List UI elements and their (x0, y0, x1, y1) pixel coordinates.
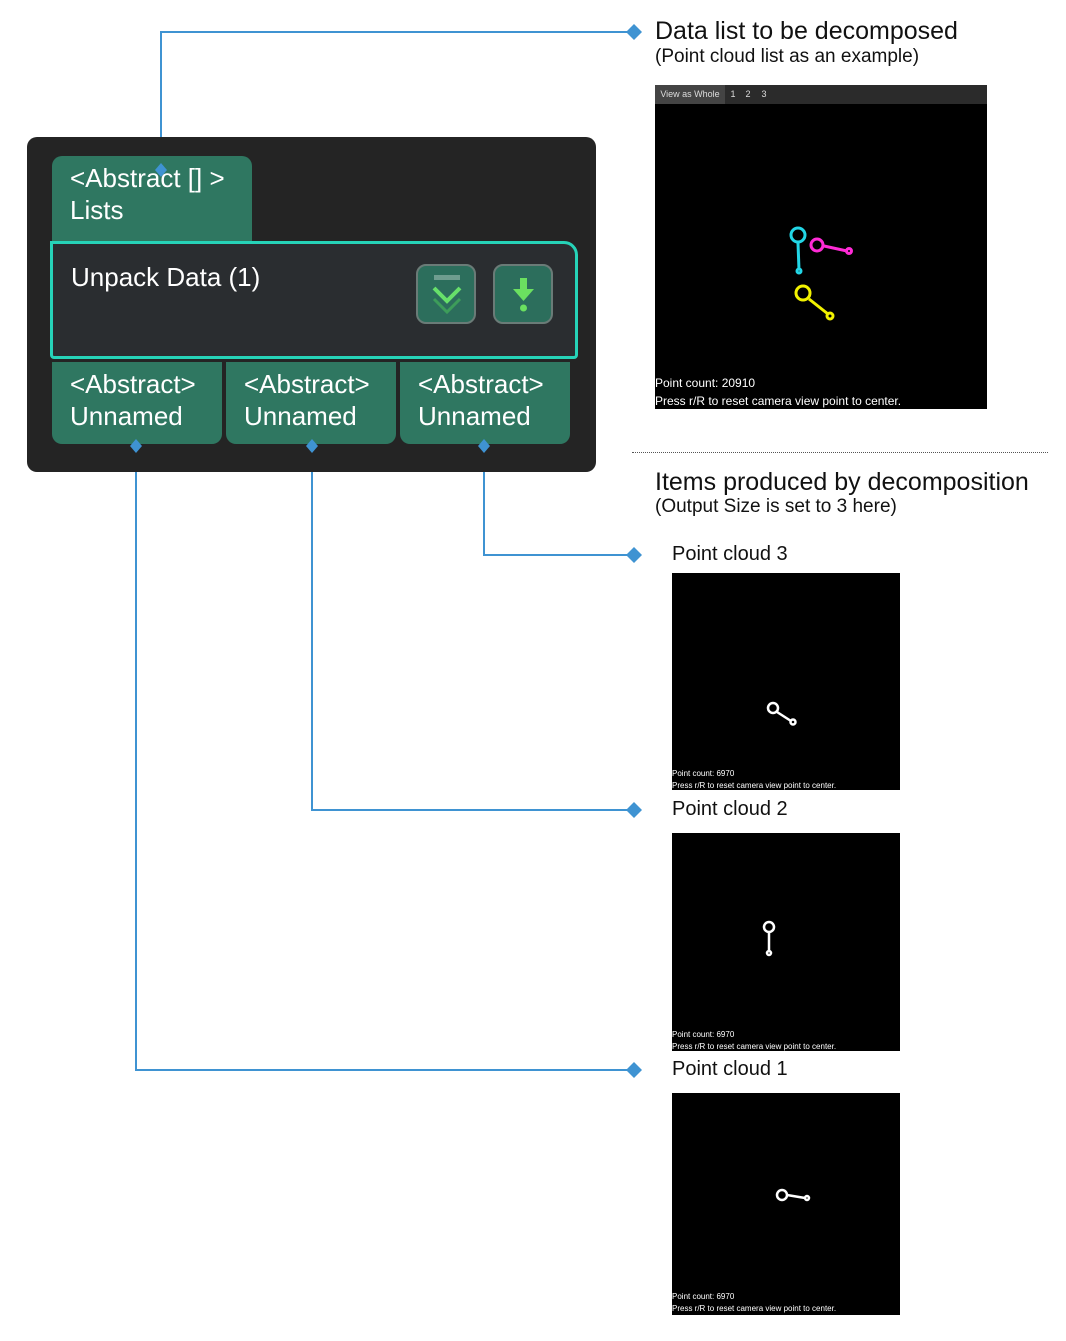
reset-hint-text: Press r/R to reset camera view point to … (672, 1042, 837, 1051)
wire-output-1 (135, 446, 634, 1071)
input-port-type: <Abstract [] > (70, 163, 225, 193)
tab-1[interactable]: 1 (730, 89, 736, 99)
point-cloud-1-view[interactable]: Point count: 6970 Press r/R to reset cam… (672, 1093, 900, 1315)
output-port-type: <Abstract> (244, 369, 370, 399)
point-cloud-3-render (766, 701, 797, 726)
output-heading: Items produced by decomposition (655, 468, 1029, 496)
reset-hint-text: Press r/R to reset camera view point to … (655, 394, 902, 408)
point-count-text: Point count: 6970 (672, 1292, 735, 1301)
point-cloud-2-view[interactable]: Point count: 6970 Press r/R to reset cam… (672, 833, 900, 1051)
output-port-1[interactable]: <Abstract> Unnamed (52, 362, 222, 444)
input-heading: Data list to be decomposed (655, 17, 958, 45)
wire-output-3 (483, 446, 634, 556)
point-count-text: Point count: 20910 (655, 376, 756, 390)
output-subheading: (Output Size is set to 3 here) (655, 496, 897, 517)
input-port-name: Lists (70, 195, 124, 225)
download-button[interactable] (493, 264, 553, 324)
node-title: Unpack Data (1) (71, 262, 261, 292)
reset-hint-text: Press r/R to reset camera view point to … (672, 781, 837, 790)
reset-hint-text: Press r/R to reset camera view point to … (672, 1304, 837, 1313)
point-cloud-2-render (762, 920, 776, 957)
point-cloud-render (789, 226, 853, 321)
yellow-part (794, 284, 835, 321)
point-count-text: Point count: 6970 (672, 1030, 735, 1039)
output-port-2[interactable]: <Abstract> Unnamed (226, 362, 396, 444)
output-port-name: Unnamed (70, 401, 183, 431)
wire-output-2 (311, 446, 634, 811)
point-cloud-3-view[interactable]: Point count: 6970 Press r/R to reset cam… (672, 573, 900, 790)
input-port-lists[interactable]: <Abstract [] > Lists (52, 156, 252, 242)
node-body[interactable]: Unpack Data (1) (50, 241, 578, 359)
port-connectors (130, 163, 490, 453)
wire-end-diamond (626, 24, 642, 40)
wire-input (160, 31, 634, 170)
input-subheading: (Point cloud list as an example) (655, 46, 920, 67)
output-port-name: Unnamed (418, 401, 531, 431)
point-cloud-view-all[interactable]: View as Whole 1 2 3 Point count: 20910 P… (655, 85, 987, 409)
point-cloud-1-render (775, 1188, 811, 1202)
view-tabbar: View as Whole 1 2 3 (655, 85, 987, 104)
magenta-part (809, 237, 853, 255)
expand-button[interactable] (416, 264, 476, 324)
output-port-name: Unnamed (244, 401, 357, 431)
tab-2[interactable]: 2 (745, 89, 751, 99)
output-port-type: <Abstract> (70, 369, 196, 399)
point-cloud-3-label: Point cloud 3 (672, 543, 788, 565)
wire-end-diamond (626, 1062, 642, 1078)
download-icon (513, 278, 534, 312)
point-cloud-2-label: Point cloud 2 (672, 798, 788, 820)
section-divider (632, 452, 1048, 453)
output-port-3[interactable]: <Abstract> Unnamed (400, 362, 570, 444)
cyan-part (789, 226, 807, 275)
output-port-type: <Abstract> (418, 369, 544, 399)
wire-end-diamond (626, 802, 642, 818)
tab-view-as-whole[interactable]: View as Whole (655, 85, 725, 104)
point-count-text: Point count: 6970 (672, 769, 735, 778)
tab-3[interactable]: 3 (761, 89, 767, 99)
chevron-down-icon (432, 275, 462, 315)
wire-end-diamond (626, 547, 642, 563)
point-cloud-1-label: Point cloud 1 (672, 1058, 788, 1080)
